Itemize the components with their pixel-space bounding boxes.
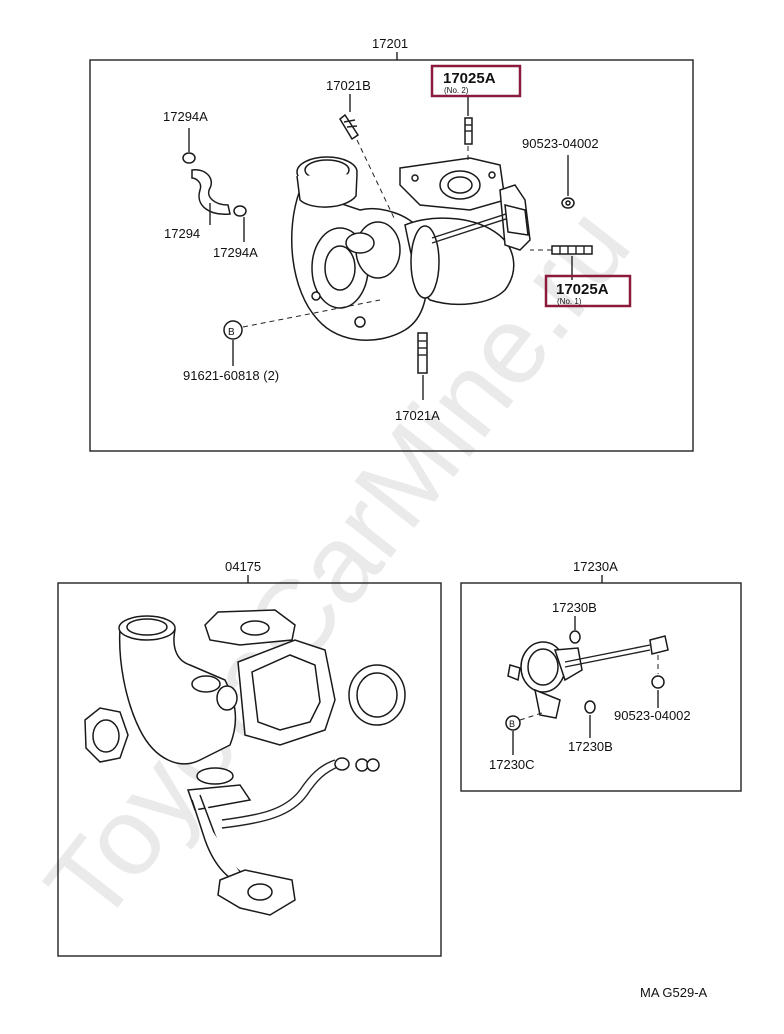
stud-17025A-no2 (464, 117, 473, 160)
actuator-illustration (505, 616, 669, 755)
label-17021B: 17021B (326, 78, 371, 93)
hose-17294 (182, 128, 247, 242)
highlight-17025A-no1 (544, 274, 632, 308)
assembly-title: 17201 (372, 36, 408, 51)
bolt-marker: B (228, 327, 235, 338)
stud-17021B (339, 113, 396, 221)
figure-code: MA G529-A (640, 985, 708, 1000)
stud-17021A (417, 332, 428, 400)
gasket-kit-section: 04175 (57, 559, 442, 957)
gasket-kit-frame (57, 582, 442, 957)
label-90523-04002: 90523-04002 (522, 136, 599, 151)
label-17230B-top: 17230B (552, 600, 597, 615)
label-91621-60818: 91621-60818 (2) (183, 368, 279, 383)
bolt-91621 (223, 299, 381, 366)
nut-90523-04002 (561, 155, 575, 209)
bolt-marker-actuator: B (509, 719, 515, 729)
label-17230C: 17230C (489, 757, 535, 772)
stud-17025A-no1 (530, 245, 593, 280)
actuator-title: 17230A (573, 559, 618, 574)
label-17025A-no2: 17025A (443, 70, 496, 87)
label-90523-04002-actuator: 90523-04002 (614, 708, 691, 723)
label-17294A-bottom: 17294A (213, 245, 258, 260)
actuator-frame (460, 582, 742, 792)
turbocharger-illustration (291, 156, 531, 341)
label-17230B-bottom: 17230B (568, 739, 613, 754)
highlight-17025A-no2 (430, 64, 522, 98)
assembly-frame (89, 59, 694, 452)
label-17294A-top: 17294A (163, 109, 208, 124)
label-17021A: 17021A (395, 408, 440, 423)
label-17025A-no1: 17025A (556, 281, 609, 298)
gasket-kit-illustration (84, 609, 406, 916)
note-17025A-no2: (No. 2) (444, 86, 469, 95)
actuator-section: 17230A 17230B 90523-04002 17230B B (460, 559, 742, 792)
gasket-kit-title: 04175 (225, 559, 261, 574)
note-17025A-no1: (No. 1) (557, 297, 582, 306)
assembly-section: 17201 (89, 36, 694, 452)
label-17294: 17294 (164, 226, 200, 241)
